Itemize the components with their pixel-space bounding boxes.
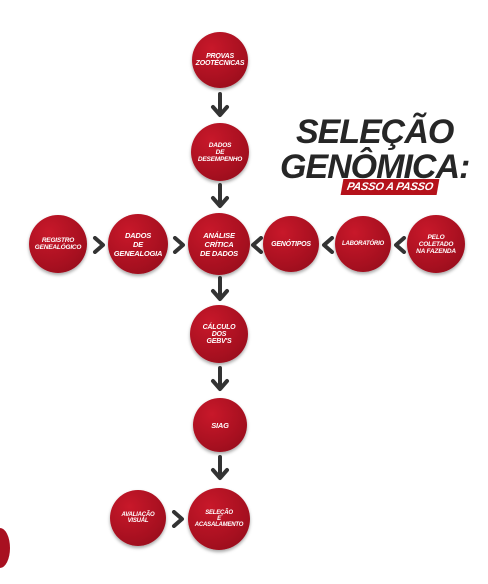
arrow-analise-to-calculo <box>211 276 229 301</box>
node-analise-critica-de-dados: ANÁLISE CRÍTICA DE DADOS <box>188 213 250 275</box>
node-genotipos: GENÓTIPOS <box>263 216 319 272</box>
node-avaliacao-visual: AVALIAÇÃO VISUAL <box>110 490 166 546</box>
node-provas-zootecnicas: PROVAS ZOOTÉCNICAS <box>192 32 248 88</box>
node-selecao-e-acasalamento: SELEÇÃO E ACASALAMENTO <box>188 488 250 550</box>
arrow-avaliacao-to-selecao <box>172 510 184 528</box>
node-laboratorio: LABORATÓRIO <box>335 216 391 272</box>
arrow-calculo-to-siag <box>211 366 229 391</box>
title-line-1: SELEÇÃO <box>296 113 454 151</box>
arrow-genotipos-to-analise <box>251 236 263 254</box>
arrow-desempenho-to-analise <box>211 183 229 208</box>
node-pelo-coletado-na-fazenda: PELO COLETADO NA FAZENDA <box>407 215 465 273</box>
arrow-laboratorio-to-genotipos <box>322 236 334 254</box>
partial-node-edge <box>0 528 10 568</box>
arrow-genealogia-to-analise <box>173 236 185 254</box>
arrow-siag-to-selecao <box>211 455 229 480</box>
node-dados-de-genealogia: DADOS DE GENEALOGIA <box>108 214 168 274</box>
arrow-provas-to-desempenho <box>211 92 229 117</box>
node-siag: SIAG <box>193 398 247 452</box>
node-dados-de-desempenho: DADOS DE DESEMPENHO <box>191 123 249 181</box>
arrow-registro-to-genealogia <box>93 236 105 254</box>
node-registro-genealogico: REGISTRO GENEALÓGICO <box>29 215 87 273</box>
arrow-pelo-to-laboratorio <box>394 236 406 254</box>
node-calculo-dos-gebvs: CÁLCULO DOS GEBV'S <box>190 305 248 363</box>
title-subtitle: PASSO A PASSO <box>340 179 440 195</box>
title-line-2: GENÔMICA: <box>280 148 470 186</box>
